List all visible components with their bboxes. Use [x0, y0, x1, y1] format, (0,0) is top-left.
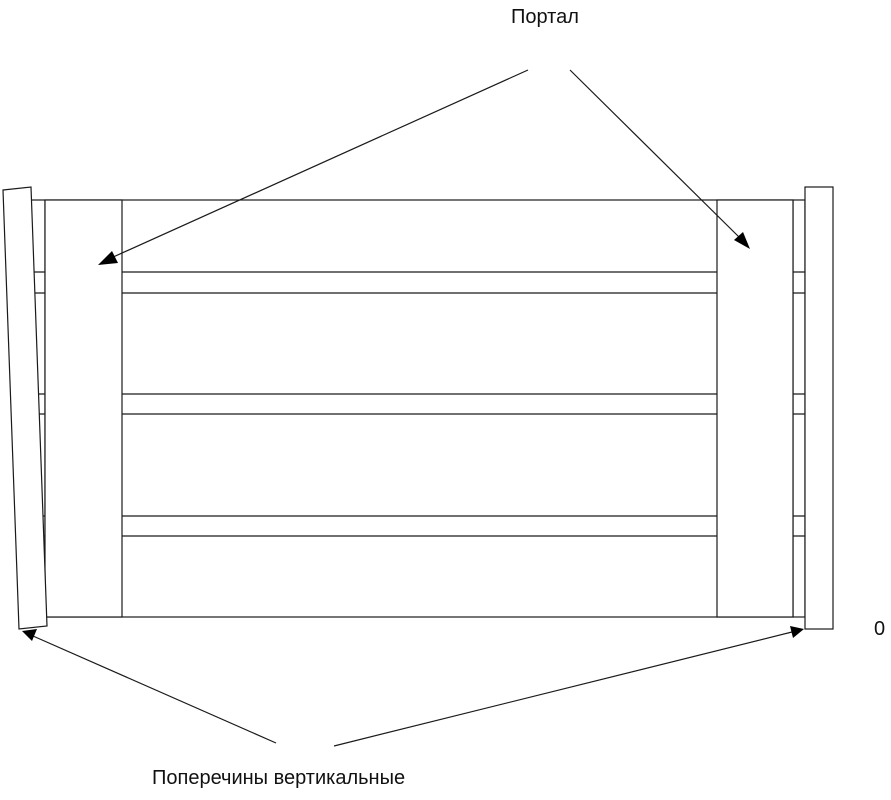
- crossbars-label: Поперечины вертикальные: [152, 767, 406, 789]
- crossbar-left: [2, 186, 48, 630]
- horizontal-rails: [30, 271, 805, 537]
- arrow-line: [32, 635, 277, 744]
- crossbar-right: [804, 186, 834, 630]
- portal-arrows: [98, 69, 750, 265]
- arrowhead: [790, 626, 804, 638]
- crossbar-arrows: [22, 626, 804, 747]
- arrow-line: [569, 69, 741, 239]
- arrowhead: [98, 251, 118, 265]
- arrowhead: [22, 629, 37, 641]
- arrow-line: [333, 631, 793, 747]
- zero-label: 0: [874, 618, 886, 640]
- portal-left: [44, 199, 123, 618]
- main-frame: [29, 199, 806, 618]
- portal-right: [716, 199, 794, 618]
- arrowhead: [734, 232, 750, 249]
- arrow-line: [110, 69, 529, 259]
- portal-label: Портал: [511, 6, 579, 28]
